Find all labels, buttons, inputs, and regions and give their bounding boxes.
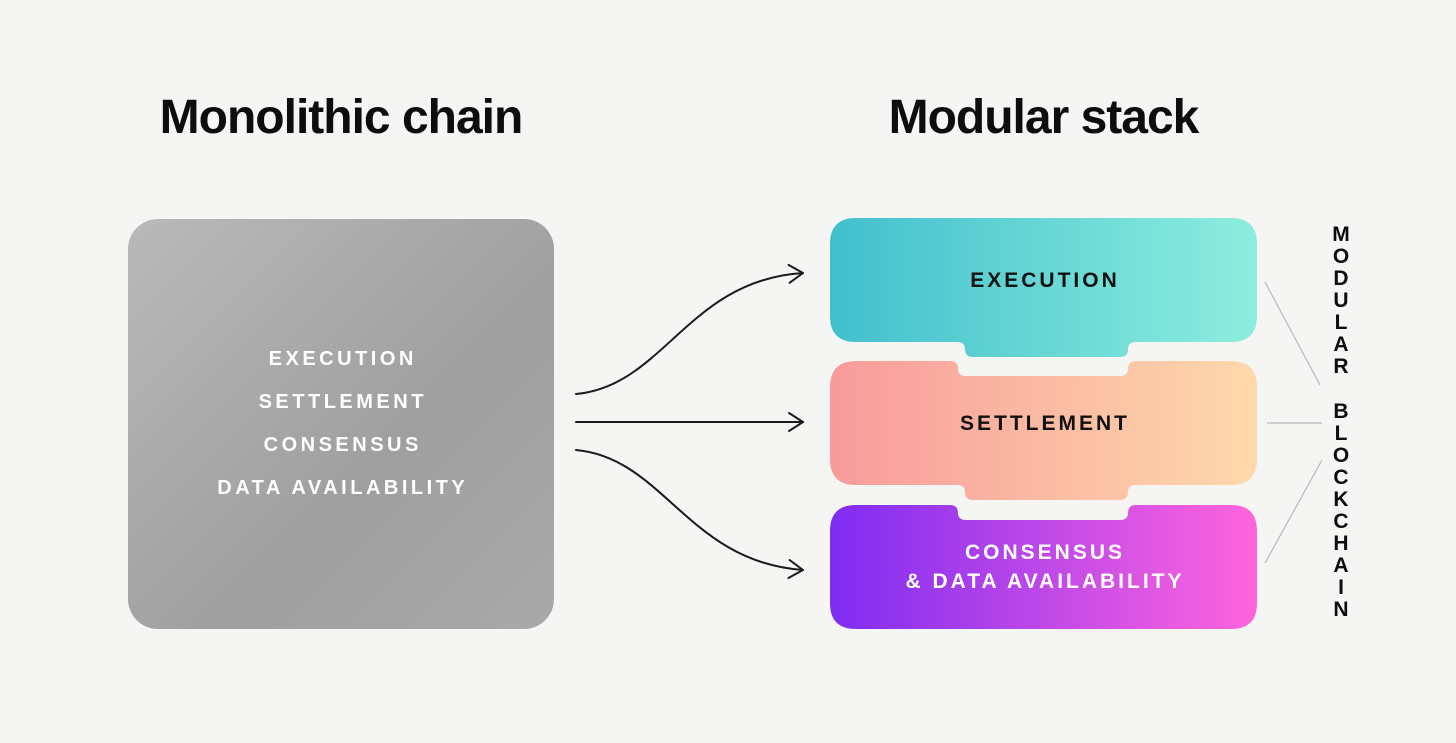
- monolithic-chain-title: Monolithic chain: [159, 91, 524, 144]
- settlement-block: [830, 361, 1257, 500]
- flow-arrows: [575, 263, 804, 579]
- monolithic-chain-box: EXECUTION SETTLEMENT CONSENSUS DATA AVAI…: [128, 219, 554, 629]
- monolithic-box-item: EXECUTION: [268, 348, 417, 370]
- monolithic-box-item: CONSENSUS: [263, 434, 422, 456]
- connector-lines: [1264, 281, 1323, 564]
- modular-stack-title: Modular stack: [888, 91, 1200, 144]
- monolithic-box-item: SETTLEMENT: [258, 391, 427, 413]
- monolithic-box-item: DATA AVAILABILITY: [217, 477, 469, 499]
- curved-arrow-top-icon: [575, 263, 804, 395]
- curved-arrow-bottom-icon: [575, 449, 804, 579]
- connector-line-consensus: [1264, 459, 1323, 564]
- execution-block: [830, 218, 1257, 357]
- consensus-da-block: [830, 505, 1257, 629]
- connector-line-execution: [1264, 281, 1321, 386]
